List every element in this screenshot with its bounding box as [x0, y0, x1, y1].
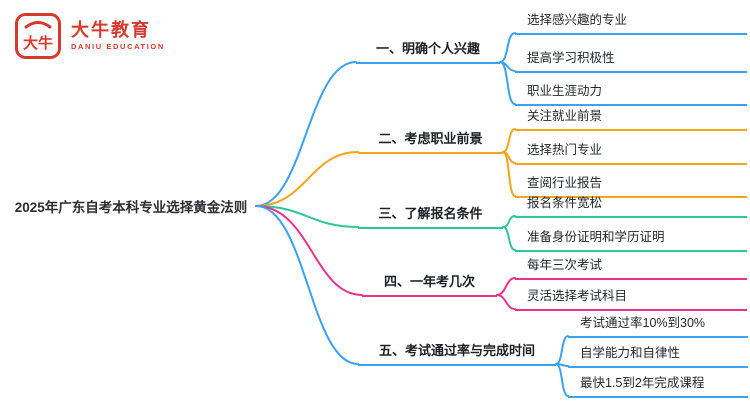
child-label: 职业生涯动力 [527, 84, 603, 98]
link-branch-1-child-3 [499, 61, 516, 105]
child-node-2-2[interactable]: 选择热门专业 [515, 141, 747, 165]
link-branch-5-child-1 [555, 335, 569, 365]
child-node-3-2[interactable]: 准备身份证明和学历证明 [515, 228, 747, 252]
child-label: 每年三次考试 [527, 258, 603, 272]
child-label: 提高学习积极性 [527, 51, 615, 65]
child-node-5-1[interactable]: 考试通过率10%到30% [568, 314, 748, 338]
child-label: 考试通过率10%到30% [580, 316, 706, 330]
child-node-1-1[interactable]: 选择感兴趣的专业 [515, 11, 747, 35]
branch-label: 三、了解报名条件 [378, 206, 483, 221]
child-label: 报名条件宽松 [527, 196, 603, 210]
link-branch-4-child-1 [496, 277, 516, 296]
root-label: 2025年广东自考本科专业选择黄金法则 [14, 200, 248, 215]
link-root-branch-4 [255, 205, 363, 296]
child-node-1-2[interactable]: 提高学习积极性 [515, 49, 747, 73]
child-label: 查阅行业报告 [527, 176, 603, 190]
child-node-2-3[interactable]: 查阅行业报告 [515, 174, 747, 198]
child-node-2-1[interactable]: 关注就业前景 [515, 107, 747, 131]
branch-label: 一、明确个人兴趣 [375, 41, 480, 56]
child-node-4-2[interactable]: 灵活选择考试科目 [515, 287, 747, 311]
branch-node-2[interactable]: 二、考虑职业前景 [358, 130, 503, 154]
child-node-4-1[interactable]: 每年三次考试 [515, 256, 747, 280]
root-node[interactable]: 2025年广东自考本科专业选择黄金法则 [6, 194, 256, 218]
link-branch-1-child-1 [499, 32, 516, 63]
brand-logo-text: 大牛教育 DANIU EDUCATION [71, 20, 165, 51]
brand-name-en: DANIU EDUCATION [71, 42, 165, 52]
child-label: 关注就业前景 [527, 109, 603, 123]
link-root-branch-3 [255, 205, 359, 228]
child-label: 灵活选择考试科目 [527, 289, 628, 303]
branch-label: 二、考虑职业前景 [378, 131, 483, 146]
branch-label: 四、一年考几次 [383, 274, 475, 289]
brand-logo-mark-text: 大牛 [23, 34, 53, 52]
branch-node-5[interactable]: 五、考试通过率与完成时间 [358, 342, 556, 366]
link-root-branch-5 [255, 205, 359, 365]
link-branch-4-child-2 [496, 294, 516, 310]
branch-node-4[interactable]: 四、一年考几次 [362, 273, 497, 297]
link-branch-3-child-2 [502, 226, 516, 251]
branch-label: 五、考试通过率与完成时间 [378, 343, 535, 358]
branch-node-1[interactable]: 一、明确个人兴趣 [356, 40, 500, 64]
child-label: 最快1.5到2年完成课程 [580, 376, 705, 390]
branch-node-3[interactable]: 三、了解报名条件 [358, 205, 503, 229]
child-node-3-1[interactable]: 报名条件宽松 [515, 194, 747, 218]
child-label: 选择热门专业 [527, 143, 603, 157]
link-branch-2-child-1 [502, 128, 516, 153]
child-node-5-2[interactable]: 自学能力和自律性 [568, 344, 748, 368]
link-branch-5-child-3 [555, 363, 569, 397]
link-root-branch-2 [255, 151, 359, 207]
child-node-1-3[interactable]: 职业生涯动力 [515, 82, 747, 106]
child-label: 准备身份证明和学历证明 [527, 230, 665, 244]
link-branch-3-child-1 [502, 215, 516, 228]
link-branch-2-child-3 [502, 151, 516, 197]
child-label: 选择感兴趣的专业 [527, 13, 628, 27]
child-label: 自学能力和自律性 [580, 346, 681, 360]
brand-logo: 大牛 大牛教育 DANIU EDUCATION [14, 12, 165, 60]
brand-name: 大牛教育 [71, 20, 151, 41]
link-root-branch-1 [255, 61, 357, 207]
child-node-5-3[interactable]: 最快1.5到2年完成课程 [568, 374, 748, 398]
brand-logo-mark-icon: 大牛 [15, 13, 61, 59]
